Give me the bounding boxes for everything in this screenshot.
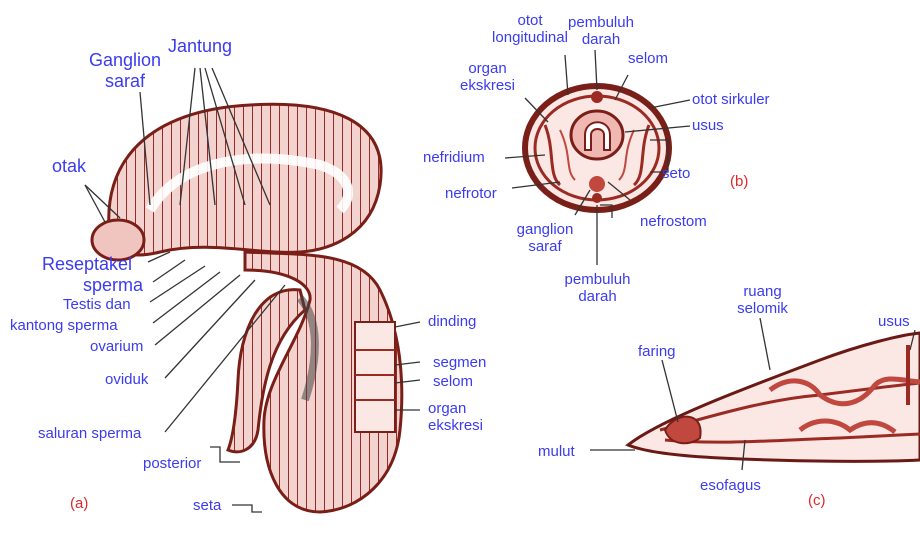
- label-mulut: mulut: [538, 443, 575, 460]
- label-otak: otak: [52, 156, 86, 177]
- label-selomik-line2: selomik: [725, 300, 800, 317]
- label-saraf-b-line2: saraf: [505, 238, 585, 255]
- label-organ-b-line1: organ: [445, 60, 530, 77]
- dissection-window: [355, 322, 395, 432]
- panel-letter-a: (a): [70, 495, 88, 512]
- label-seta: seta: [193, 497, 221, 514]
- label-pembuluh-darah-top: pembuluh darah: [566, 14, 636, 48]
- label-selom-b: selom: [628, 50, 668, 67]
- label-ekskresi-b-line2: ekskresi: [445, 77, 530, 94]
- worm-body: [92, 104, 402, 512]
- label-ruang-line1: ruang: [725, 283, 800, 300]
- panel-letter-c: (c): [808, 492, 826, 509]
- label-segmen: segmen: [433, 354, 486, 371]
- label-ruang-selomik: ruang selomik: [725, 283, 800, 317]
- label-saluran-sperma: saluran sperma: [38, 425, 141, 442]
- panel-letter-b: (b): [730, 173, 748, 190]
- label-pembuluh-bottom-line1: pembuluh: [560, 271, 635, 288]
- label-posterior: posterior: [143, 455, 201, 472]
- label-organ-line1: organ: [428, 400, 483, 417]
- label-ekskresi-line2: ekskresi: [428, 417, 483, 434]
- label-faring: faring: [638, 343, 676, 360]
- label-esofagus: esofagus: [700, 477, 761, 494]
- label-organ-ekskresi-b: organ ekskresi: [445, 60, 530, 94]
- label-oviduk: oviduk: [105, 371, 148, 388]
- label-organ-ekskresi-a: organ ekskresi: [428, 400, 483, 434]
- label-usus-b: usus: [692, 117, 724, 134]
- label-kantong-sperma: kantong sperma: [10, 317, 118, 334]
- usus-section: [571, 111, 623, 159]
- label-darah-line2: darah: [566, 31, 636, 48]
- label-nefridium: nefridium: [423, 149, 485, 166]
- label-usus-c: usus: [878, 313, 910, 330]
- label-selom-a: selom: [433, 373, 473, 390]
- label-ganglion-saraf: Ganglion saraf: [80, 50, 170, 92]
- label-testis-dan: Testis dan: [63, 296, 131, 313]
- label-nefrostom: nefrostom: [640, 213, 707, 230]
- label-ovarium: ovarium: [90, 338, 143, 355]
- cross-section: [525, 86, 669, 210]
- label-ganglion-saraf-b: ganglion saraf: [505, 221, 585, 255]
- label-pembuluh-line1: pembuluh: [566, 14, 636, 31]
- label-otot-sirkuler: otot sirkuler: [692, 91, 770, 108]
- label-seto: seto: [662, 165, 690, 182]
- label-reseptakel: Reseptakel: [42, 254, 132, 275]
- label-saraf-line2: saraf: [80, 71, 170, 92]
- label-ganglion-b-line1: ganglion: [505, 221, 585, 238]
- label-sperma: sperma: [83, 275, 143, 296]
- label-jantung: Jantung: [168, 36, 232, 57]
- label-pembuluh-darah-bottom: pembuluh darah: [560, 271, 635, 305]
- label-nefrotor: nefrotor: [445, 185, 497, 202]
- label-ganglion-line1: Ganglion: [80, 50, 170, 71]
- label-darah-bottom-line2: darah: [560, 288, 635, 305]
- label-dinding: dinding: [428, 313, 476, 330]
